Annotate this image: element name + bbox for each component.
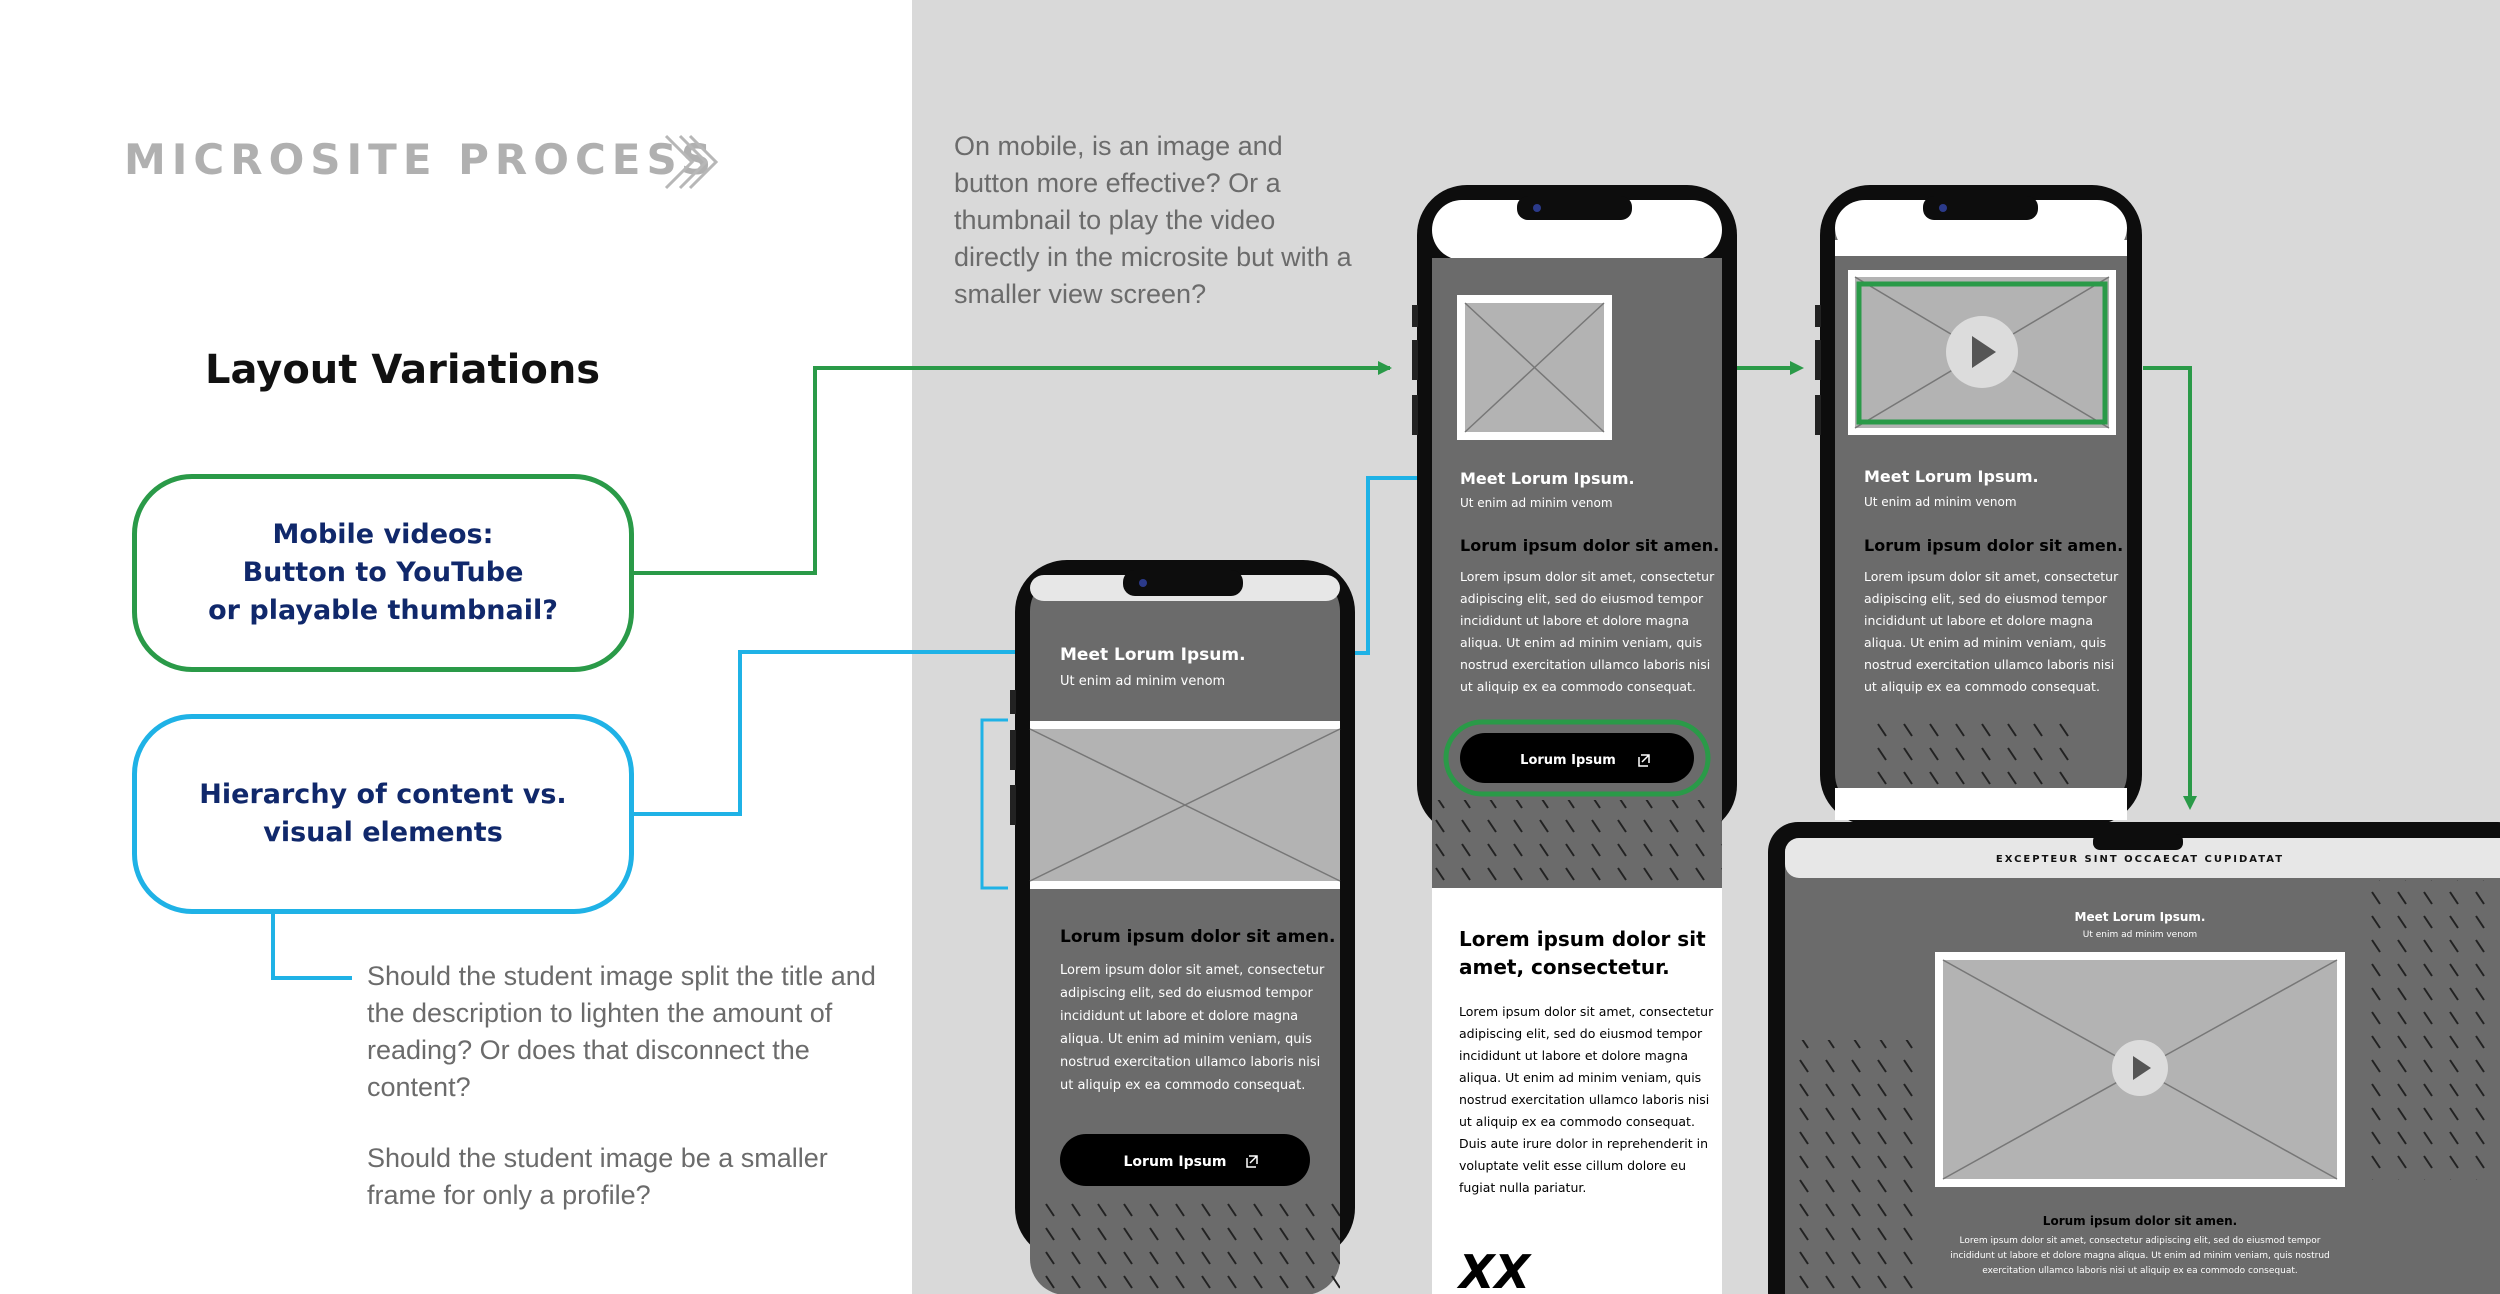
desktop-body-line: Lorem ipsum dolor sit amet, consectetur … bbox=[1960, 1236, 2321, 1246]
split-question-note: Should the student image split the title… bbox=[367, 961, 876, 1102]
body-line: adipiscing elit, sed do eiusmod tempor bbox=[1060, 986, 1314, 1001]
body-line: incididunt ut labore et dolore magna bbox=[1460, 613, 1689, 628]
desktop-topbar-text: EXCEPTEUR SINT OCCAECAT CUPIDATAT bbox=[1996, 854, 2284, 865]
body-heading: Lorum ipsum dolor sit amen. bbox=[2043, 1214, 2237, 1228]
phone2-button-label: Lorum Ipsum bbox=[1520, 753, 1616, 768]
body-line: aliqua. Ut enim ad minim veniam, quis bbox=[1460, 635, 1702, 650]
play-icon bbox=[2133, 1056, 2151, 1080]
play-icon bbox=[1972, 336, 1996, 368]
video-question-box: Mobile videos: Button to YouTube or playab… bbox=[132, 474, 634, 672]
connector-blue-3 bbox=[271, 914, 352, 980]
long-line: fugiat nulla pariatur. bbox=[1459, 1180, 1586, 1195]
long-line: Lorem ipsum dolor sit amet, consectetur bbox=[1459, 1004, 1714, 1019]
long-line: nostrud exercitation ullamco laboris nis… bbox=[1459, 1092, 1709, 1107]
box-line: visual elements bbox=[263, 817, 503, 848]
body-line: adipiscing elit, sed do eiusmod tempor bbox=[1864, 591, 2108, 606]
long-line: aliqua. Ut enim ad minim veniam, quis bbox=[1459, 1070, 1701, 1085]
external-link-icon bbox=[1638, 754, 1650, 767]
box-line: Hierarchy of content vs. bbox=[199, 779, 567, 810]
long-heading-line: amet, consectetur. bbox=[1459, 955, 1670, 979]
logo-mark: XX bbox=[1456, 1245, 1532, 1294]
phone1-button-label: Lorum Ipsum bbox=[1124, 1154, 1227, 1170]
mobile-question-note: On mobile, is an image and button more e… bbox=[954, 131, 1352, 309]
phone-mockup-3: Meet Lorum Ipsum. Ut enim ad minim venom… bbox=[1815, 185, 2142, 825]
external-link-icon bbox=[1246, 1155, 1258, 1168]
long-line: voluptate velit esse cillum dolore eu bbox=[1459, 1158, 1686, 1173]
meet-title: Meet Lorum Ipsum. bbox=[1864, 467, 2039, 486]
connector-blue-1 bbox=[634, 645, 1046, 816]
connector-green-1 bbox=[634, 361, 1392, 575]
page-title: MICROSITE PROCESS bbox=[124, 135, 718, 184]
body-line: nostrud exercitation ullamco laboris nis… bbox=[1460, 657, 1710, 672]
body-line: Lorem ipsum dolor sit amet, consectetur bbox=[1864, 569, 2119, 584]
body-line: aliqua. Ut enim ad minim veniam, quis bbox=[1060, 1032, 1312, 1047]
body-line: adipiscing elit, sed do eiusmod tempor bbox=[1460, 591, 1704, 606]
profile-question-note: Should the student image be a smaller fr… bbox=[367, 1143, 828, 1210]
body-line: ut aliquip ex ea commodo consequat. bbox=[1864, 679, 2100, 694]
body-line: incididunt ut labore et dolore magna bbox=[1864, 613, 2093, 628]
meet-title: Meet Lorum Ipsum. bbox=[1460, 469, 1635, 488]
long-line: Duis aute irure dolor in reprehenderit i… bbox=[1459, 1136, 1708, 1151]
desktop-mockup: EXCEPTEUR SINT OCCAECAT CUPIDATAT Meet L… bbox=[1768, 822, 2500, 1294]
long-line: incididunt ut labore et dolore magna bbox=[1459, 1048, 1688, 1063]
desktop-body-line: exercitation ullamco laboris nisi ut ali… bbox=[1982, 1266, 2297, 1276]
body-heading: Lorum ipsum dolor sit amen. bbox=[1864, 536, 2123, 555]
meet-subtitle: Ut enim ad minim venom bbox=[2083, 930, 2197, 940]
phone-mockup-2: Meet Lorum Ipsum. Ut enim ad minim venom… bbox=[1412, 185, 1737, 1294]
long-line: adipiscing elit, sed do eiusmod tempor bbox=[1459, 1026, 1703, 1041]
meet-subtitle: Ut enim ad minim venom bbox=[1864, 495, 2017, 509]
body-line: nostrud exercitation ullamco laboris nis… bbox=[1060, 1055, 1320, 1070]
body-line: Lorem ipsum dolor sit amet, consectetur bbox=[1060, 963, 1325, 978]
box-line: Button to YouTube bbox=[242, 557, 524, 588]
body-line: aliqua. Ut enim ad minim veniam, quis bbox=[1864, 635, 2106, 650]
box-line: Mobile videos: bbox=[272, 519, 494, 550]
meet-title: Meet Lorum Ipsum. bbox=[1060, 645, 1246, 665]
phone-mockup-1: Meet Lorum Ipsum. Ut enim ad minim venom… bbox=[1010, 560, 1355, 1294]
body-line: ut aliquip ex ea commodo consequat. bbox=[1060, 1078, 1305, 1093]
body-heading: Lorum ipsum dolor sit amen. bbox=[1060, 927, 1335, 947]
body-line: Lorem ipsum dolor sit amet, consectetur bbox=[1460, 569, 1715, 584]
desktop-body-line: incididunt ut labore et dolore magna ali… bbox=[1950, 1251, 2330, 1261]
meet-title: Meet Lorum Ipsum. bbox=[2075, 910, 2206, 924]
long-heading-line: Lorem ipsum dolor sit bbox=[1459, 927, 1706, 951]
box-line: or playable thumbnail? bbox=[208, 595, 558, 626]
body-line: incididunt ut labore et dolore magna bbox=[1060, 1009, 1298, 1024]
hierarchy-question-box: Hierarchy of content vs. visual elements bbox=[132, 714, 634, 914]
meet-subtitle: Ut enim ad minim venom bbox=[1060, 674, 1225, 689]
connector-green-3 bbox=[2143, 366, 2197, 810]
meet-subtitle: Ut enim ad minim venom bbox=[1460, 496, 1613, 510]
body-heading: Lorum ipsum dolor sit amen. bbox=[1460, 536, 1719, 555]
section-heading: Layout Variations bbox=[205, 347, 601, 393]
body-line: nostrud exercitation ullamco laboris nis… bbox=[1864, 657, 2114, 672]
long-line: ut aliquip ex ea commodo consequat. bbox=[1459, 1114, 1695, 1129]
body-line: ut aliquip ex ea commodo consequat. bbox=[1460, 679, 1696, 694]
double-chevron-icon bbox=[664, 134, 719, 190]
